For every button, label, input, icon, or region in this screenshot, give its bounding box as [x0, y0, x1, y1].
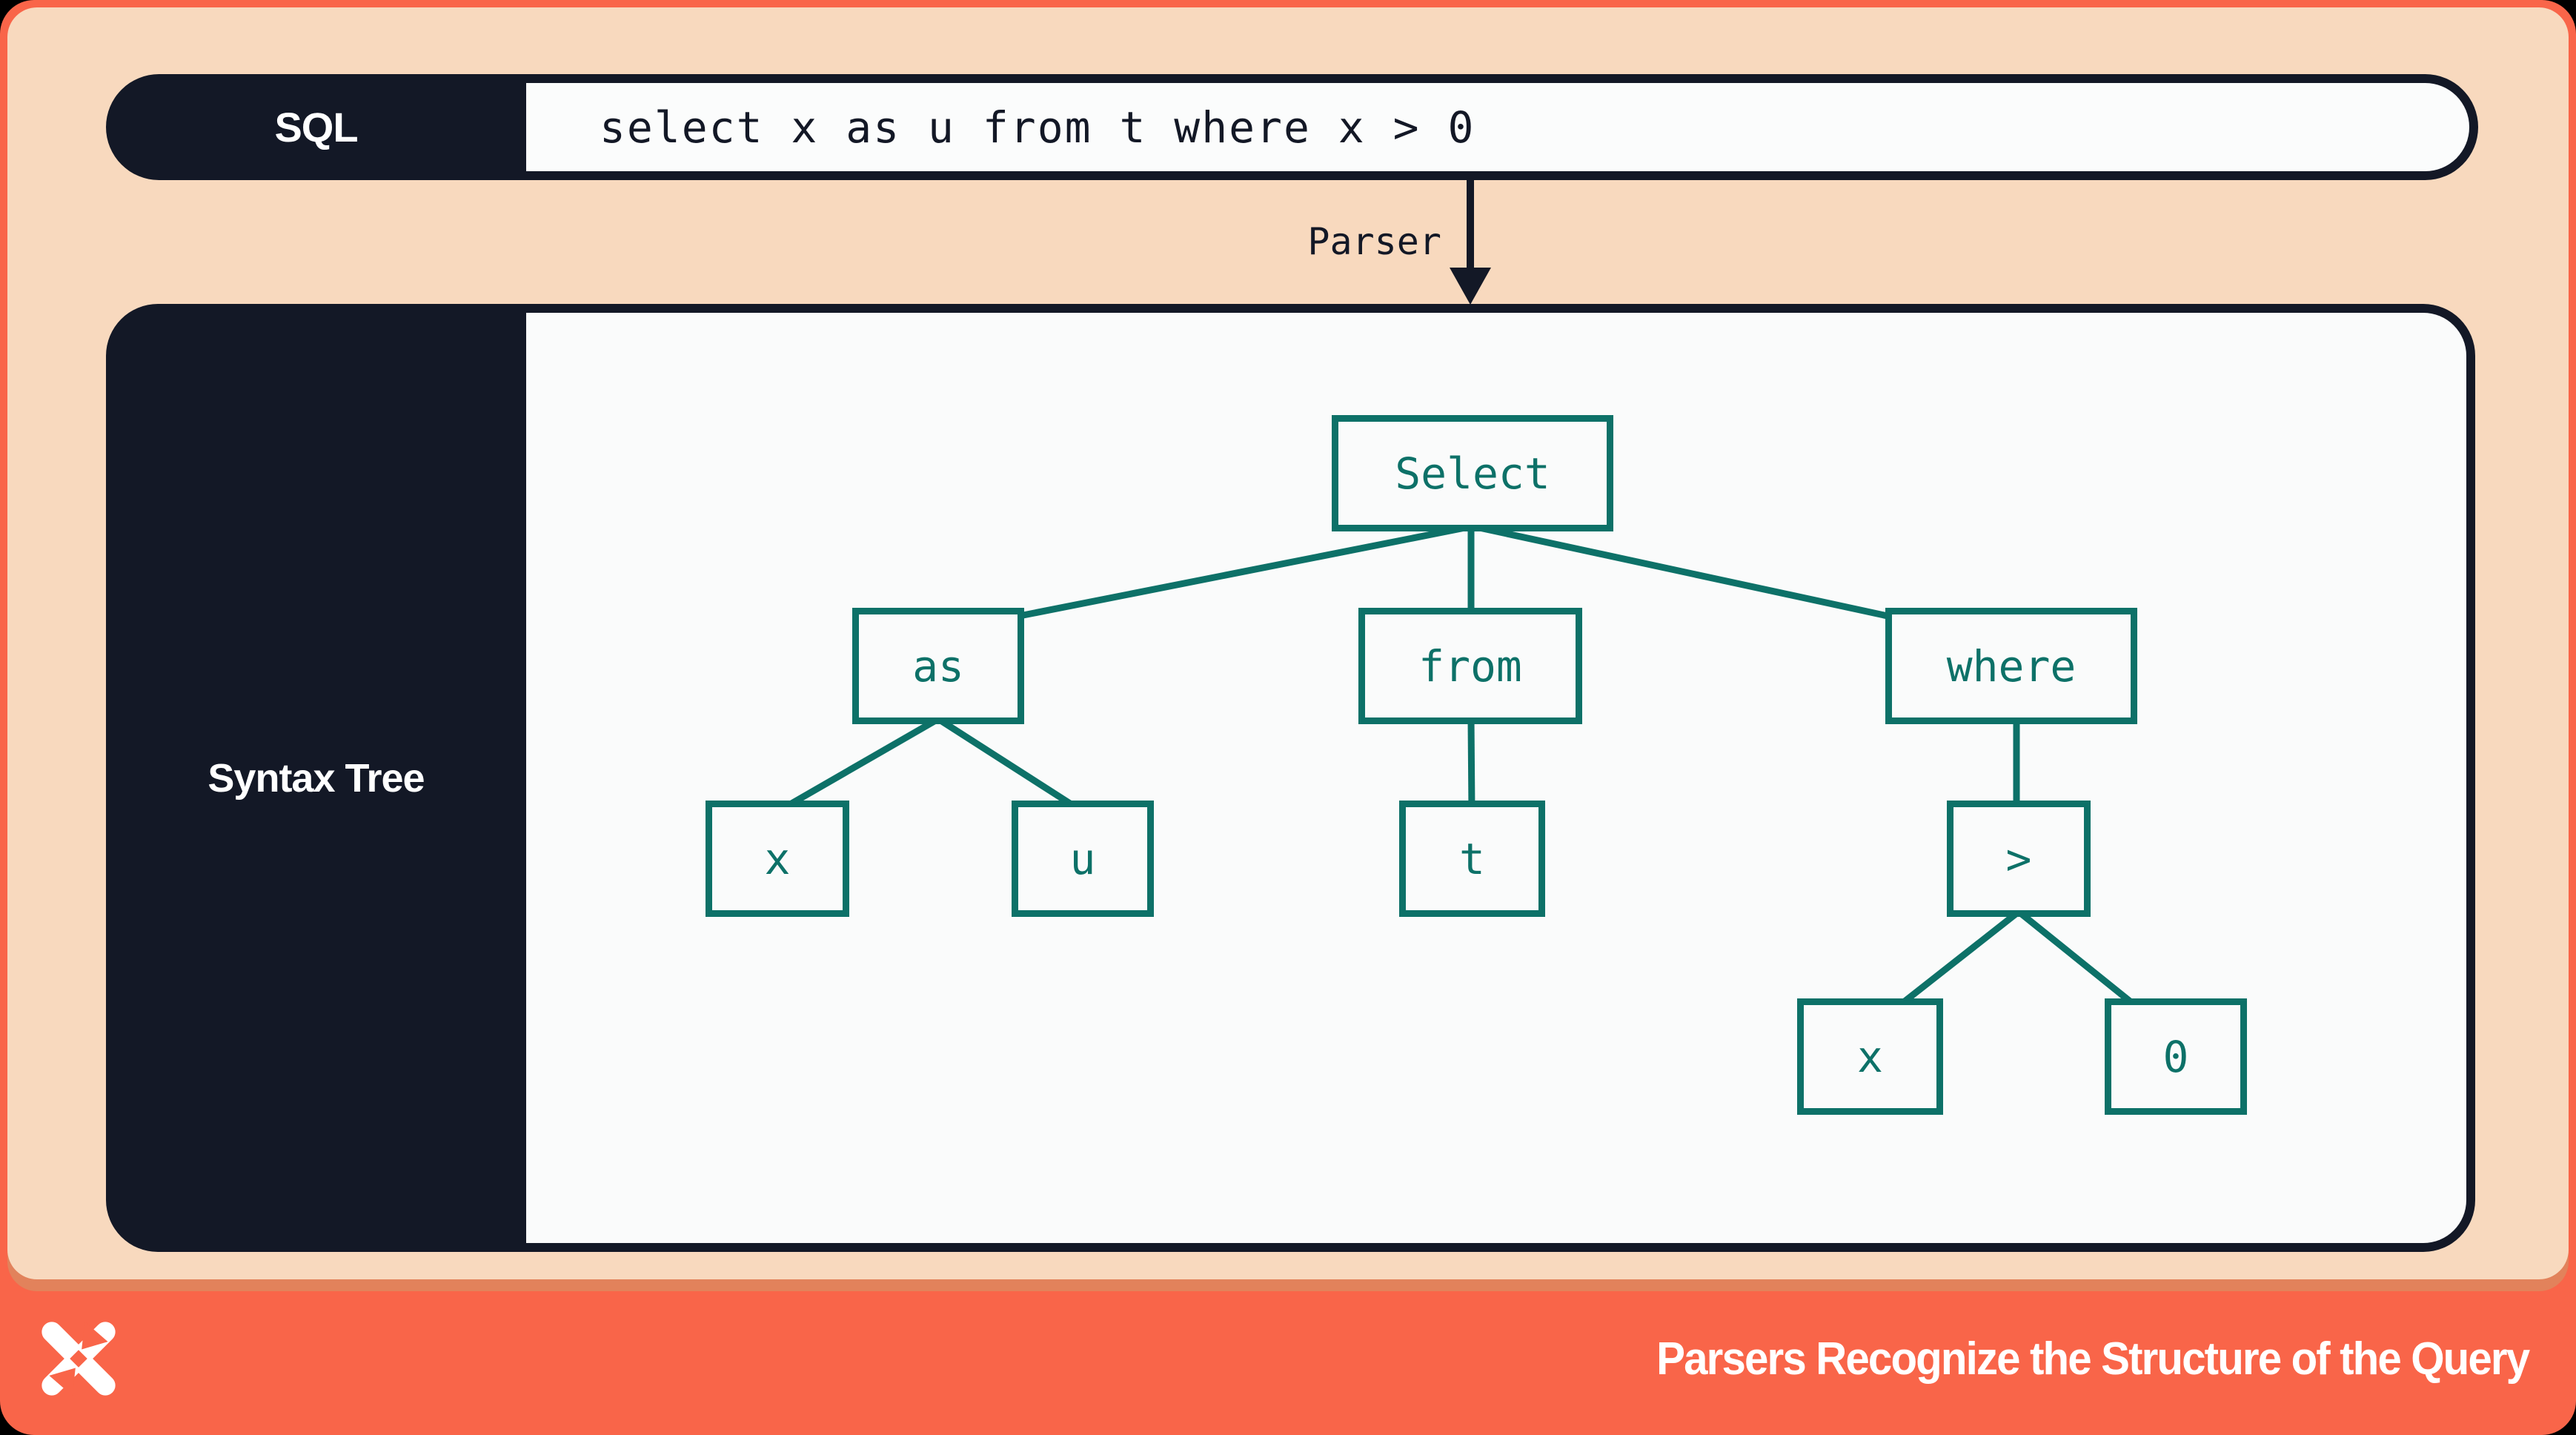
down-arrow-icon	[1450, 180, 1491, 305]
tree-node-x-under-gt: x	[1797, 998, 1943, 1115]
sql-bar-label-zone: SQL	[106, 74, 526, 180]
syntax-tree-label-zone: Syntax Tree	[106, 304, 526, 1252]
tree-node-select: Select	[1332, 415, 1613, 531]
tree-node-label: Select	[1395, 448, 1550, 499]
tree-node-where: where	[1885, 608, 2137, 724]
tree-node-label: where	[1946, 640, 2077, 692]
tree-node-t: t	[1399, 801, 1545, 917]
footer-title: Parsers Recognize the Structure of the Q…	[1656, 1333, 2530, 1385]
tree-node-label: from	[1418, 640, 1522, 692]
tree-node-u: u	[1012, 801, 1154, 917]
tree-node-label: as	[912, 640, 964, 692]
tree-node-as: as	[852, 608, 1024, 724]
tree-node-zero: 0	[2105, 998, 2247, 1115]
sql-bar-label: SQL	[274, 104, 358, 150]
tree-node-x-under-as: x	[706, 801, 849, 917]
tree-node-label: u	[1069, 833, 1096, 884]
tree-node-gt: >	[1947, 801, 2091, 917]
tree-node-label: 0	[2162, 1031, 2189, 1082]
sql-query-field: select x as u from t where x > 0	[526, 83, 2469, 171]
tree-node-from: from	[1358, 608, 1582, 724]
sql-bar: SQL select x as u from t where x > 0	[106, 74, 2478, 180]
tree-node-label: t	[1459, 833, 1485, 884]
x-logo-icon	[42, 1322, 116, 1396]
sql-query-text: select x as u from t where x > 0	[600, 102, 1475, 153]
parser-label: Parser	[1307, 220, 1441, 263]
tree-node-label: x	[1857, 1031, 1883, 1082]
syntax-tree-label: Syntax Tree	[208, 755, 425, 801]
tree-node-label: x	[764, 833, 791, 884]
tree-node-label: >	[2005, 833, 2032, 884]
